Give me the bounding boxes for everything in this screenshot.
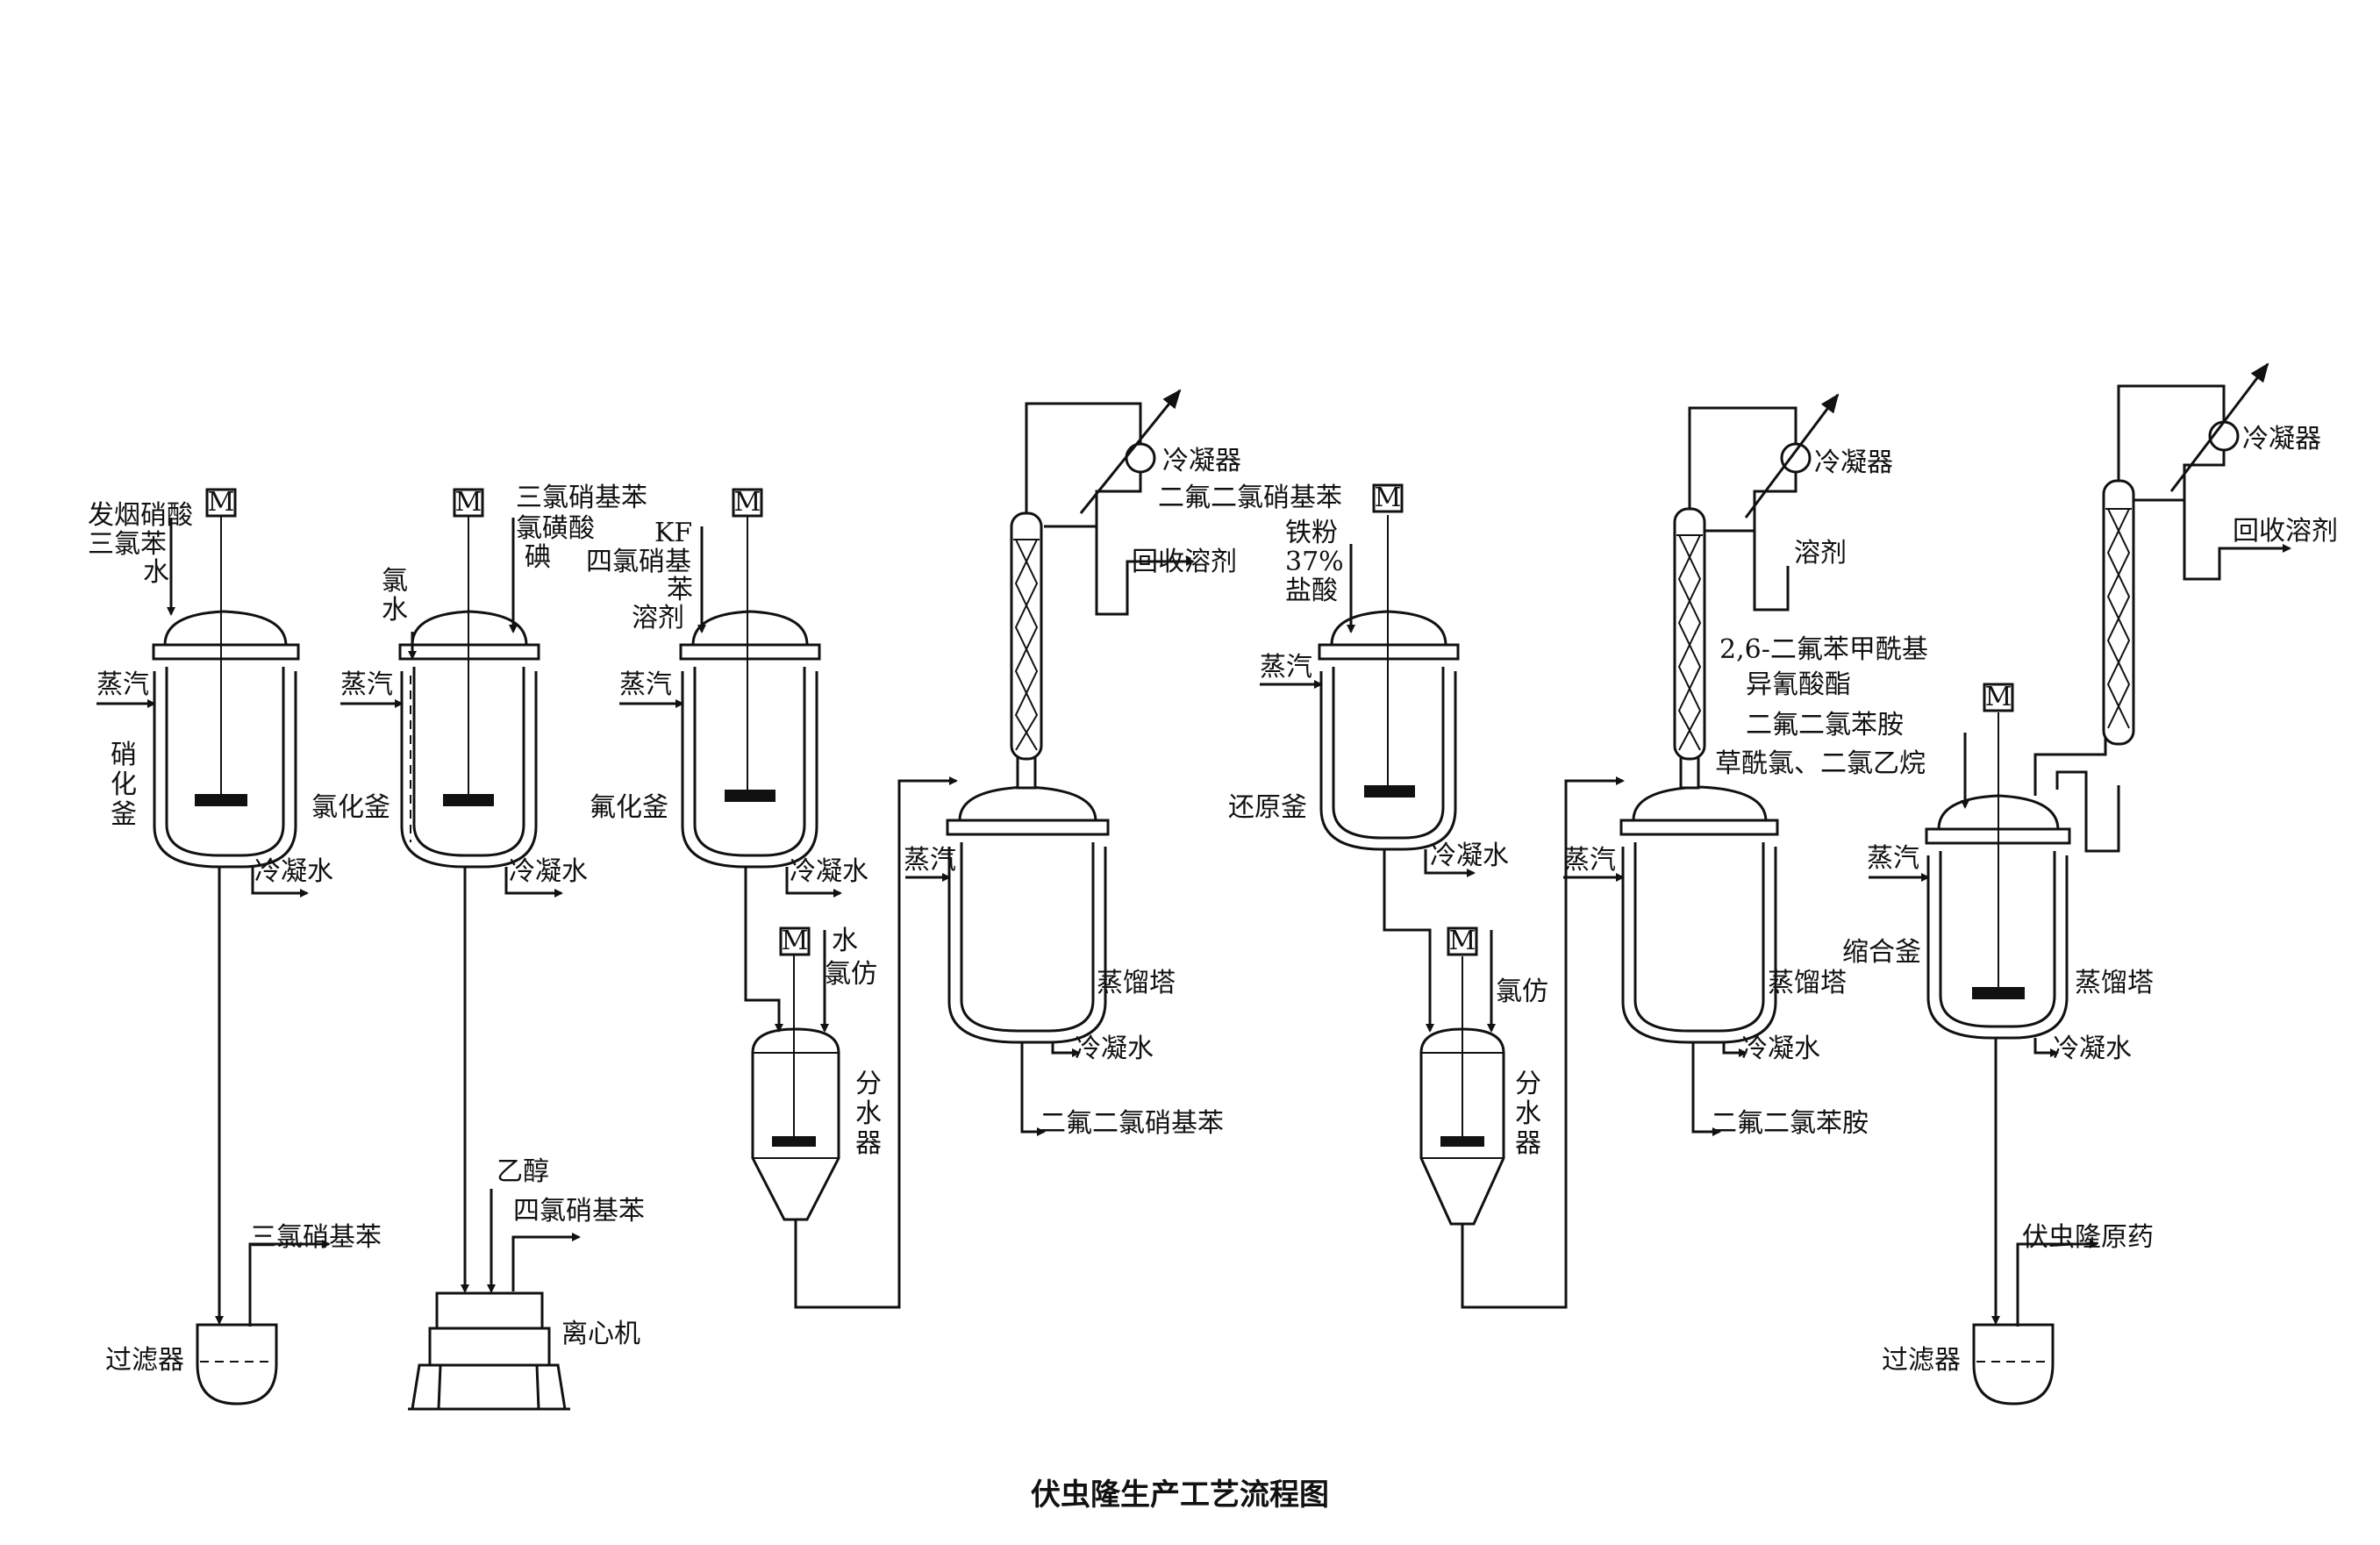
feed-iron-powder: 铁粉 [1285,518,1338,548]
feed-oxalyl-chloride-dichloroethane: 草酰氯、二氯乙烷 [1715,748,1926,779]
reactor-name-3: 釜 [111,799,137,830]
distillation-column-3: 冷凝器 回收溶剂 蒸馏塔 [2075,362,2338,998]
feed-water: 水 [382,595,408,626]
cooling-water-label: 冷凝水 [1430,840,1509,871]
reactor-name-2: 化 [111,769,137,800]
motor-label: M [1449,926,1476,956]
condensation-reactor: M 2,6-二氟苯甲酰基 异氰酸酯 二氟二氯苯胺 草酰氯、二氯乙烷 蒸汽 缩合釜… [1715,634,2154,1406]
distillation-column-1: 冷凝器 回收溶剂 蒸汽 蒸馏塔 冷凝水 二氟二氯硝基苯 [904,389,1241,1139]
feed-chloroform: 氯仿 [825,959,877,990]
condenser-label: 冷凝器 [2242,424,2321,454]
feed-ethanol: 乙醇 [497,1156,549,1187]
chlorination-reactor: M 三氯硝基苯 氯磺酸 碘 氯 水 蒸汽 氯化釜 冷凝水 乙醇 四氯硝基苯 离心… [311,483,647,1411]
product-label: 二氟二氯硝基苯 [1040,1108,1224,1139]
cooling-water-label: 冷凝水 [254,856,333,887]
cooling-water-label: 冷凝水 [790,856,868,887]
separator-name-2: 水 [1515,1098,1541,1129]
product-label: 三氯硝基苯 [250,1222,382,1253]
feed-isocyanate: 异氰酸酯 [1746,669,1851,700]
column-name: 蒸馏塔 [1097,968,1176,998]
feed-iodine: 碘 [525,542,551,573]
recover-solvent-label: 回收溶剂 [2233,516,2338,547]
feed-difluorodichloronitrobenzene: 二氟二氯硝基苯 [1158,483,1342,513]
feed-benzene: 苯 [667,575,693,605]
motor-icon [779,926,811,956]
diagram-caption: 伏虫隆生产工艺流程图 [1031,1477,1329,1513]
motor-icon [1372,483,1404,513]
recover-solvent-label: 回收溶剂 [1132,547,1237,577]
water-separator-2: M 氯仿 分 水 器 [1419,776,1625,1309]
steam-label: 蒸汽 [904,845,956,876]
feed-kf: KF [654,518,692,548]
feed-difluorobenzoyl: 2,6-二氟苯甲酰基 [1719,634,1928,665]
separator-name-3: 器 [1515,1128,1541,1159]
distillation-column-2: 冷凝器 溶剂 蒸汽 蒸馏塔 冷凝水 二氟二氯苯胺 [1563,393,1893,1139]
feed-fuming-nitric-acid: 发烟硝酸 [88,500,193,531]
steam-label: 蒸汽 [96,669,149,700]
product-label: 四氯硝基苯 [513,1196,645,1227]
condenser-label: 冷凝器 [1814,447,1893,478]
feed-difluorodichloroaniline: 二氟二氯苯胺 [1746,710,1904,740]
product-label: 伏虫隆原药 [2022,1222,2154,1253]
product-label: 二氟二氯苯胺 [1711,1108,1869,1139]
motor-icon [1447,926,1478,956]
reactor-name: 缩合釜 [1842,937,1921,968]
feed-tetrachloronitro: 四氯硝基 [586,547,691,577]
motor-label: M [734,487,761,518]
motor-label: M [455,487,482,518]
reactor-name: 氟化釜 [590,792,668,823]
motor-icon [732,488,763,518]
feed-chlorine: 氯 [382,566,408,597]
cooling-water-label: 冷凝水 [1741,1034,1820,1064]
separator-name-1: 分 [1515,1069,1541,1099]
motor-icon [205,488,237,518]
cooling-water-label: 冷凝水 [2053,1034,2132,1064]
motor-icon [1983,683,2014,712]
cooling-water-label: 冷凝水 [1075,1034,1154,1064]
feed-chlorosulfonic-acid: 氯磺酸 [516,513,595,544]
centrifuge-label: 离心机 [561,1319,640,1349]
reactor-name: 还原釜 [1228,792,1307,823]
nitration-reactor: M 发烟硝酸 三氯苯 水 蒸汽 硝 化 釜 冷凝水 三氯硝基苯 过滤器 [88,487,382,1406]
steam-label: 蒸汽 [619,669,672,700]
filter-label: 过滤器 [1882,1345,1961,1376]
solvent-label: 溶剂 [1794,538,1847,569]
steam-label: 蒸汽 [1563,845,1616,876]
separator-name-3: 器 [855,1128,882,1159]
filter-label: 过滤器 [105,1345,184,1376]
column-name: 蒸馏塔 [1768,968,1847,998]
feed-water: 水 [832,926,858,956]
feed-37-percent: 37% [1285,547,1344,577]
separator-name-2: 水 [855,1098,882,1129]
fluorination-reactor: M KF 四氯硝基 苯 溶剂 蒸汽 氟化釜 冷凝水 [586,487,868,1033]
feed-hydrochloric-acid: 盐酸 [1285,576,1338,606]
separator-name-1: 分 [855,1069,882,1099]
cooling-water-label: 冷凝水 [509,856,588,887]
motor-label: M [1375,483,1402,513]
feed-chloroform: 氯仿 [1496,976,1548,1007]
motor-label: M [782,926,809,956]
column-name: 蒸馏塔 [2075,968,2154,998]
feed-trichloronitrobenzene: 三氯硝基苯 [516,483,647,513]
feed-water: 水 [143,557,169,588]
reduction-reactor: M 二氟二氯硝基苯 铁粉 37% 盐酸 蒸汽 还原釜 冷凝水 [1158,483,1509,1033]
steam-label: 蒸汽 [340,669,393,700]
condenser-label: 冷凝器 [1162,446,1241,476]
motor-icon [453,488,484,518]
reactor-name-1: 硝 [111,740,137,770]
feed-trichlorobenzene: 三氯苯 [88,529,167,560]
feed-solvent: 溶剂 [632,603,684,633]
reactor-name: 氯化釜 [311,792,390,823]
steam-label: 蒸汽 [1260,652,1312,683]
motor-label: M [208,487,235,518]
motor-label: M [1985,682,2012,712]
water-separator-1: M 水 氯仿 分 水 器 [751,776,958,1309]
steam-label: 蒸汽 [1867,843,1919,874]
